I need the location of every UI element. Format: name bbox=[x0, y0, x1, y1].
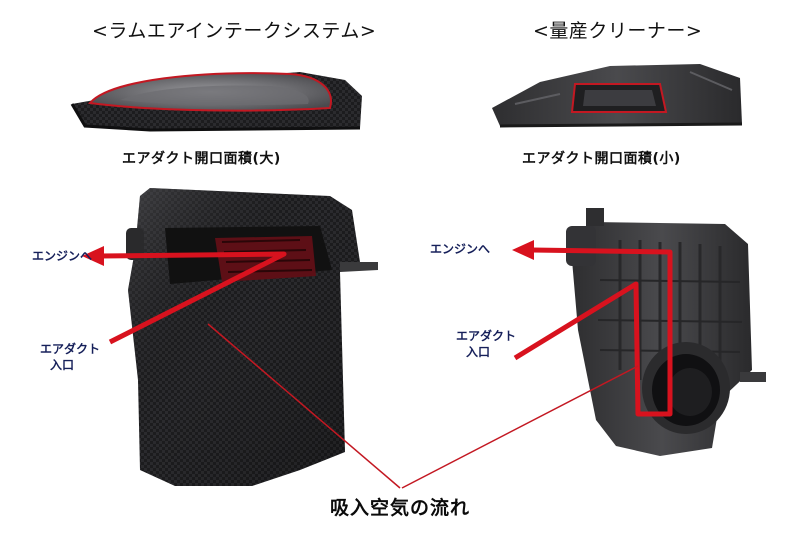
right-airflow-arrowhead bbox=[512, 240, 534, 260]
flow-leader-lines bbox=[207, 323, 639, 489]
left-inlet-label-line2: 入口 bbox=[50, 358, 75, 372]
right-engine-label: エンジンへ bbox=[430, 242, 491, 256]
left-airflow-arrow bbox=[99, 251, 287, 345]
stock-cleaner-top-photo bbox=[492, 64, 743, 128]
intake-airflow-label: 吸入空気の流れ bbox=[330, 497, 471, 519]
right-inlet-label-line1: エアダクト bbox=[456, 329, 517, 343]
left-inlet-label-line1: エアダクト bbox=[40, 342, 101, 356]
stock-opening-caption: エアダクト開口面積(小) bbox=[522, 151, 681, 167]
right-airflow-arrow bbox=[513, 247, 673, 417]
right-inlet-label-line2: 入口 bbox=[466, 345, 491, 359]
left-airflow-arrowhead bbox=[82, 246, 104, 266]
ram-air-opening-caption: エアダクト開口面積(大) bbox=[122, 151, 281, 167]
ram-air-intake-box-photo bbox=[126, 188, 378, 486]
stock-cleaner-heading: <量産クリーナー> bbox=[533, 20, 703, 42]
stock-cleaner-box-photo bbox=[566, 208, 766, 456]
left-engine-label: エンジンへ bbox=[32, 249, 93, 263]
ram-air-duct-top-photo bbox=[70, 72, 362, 132]
ram-air-heading: <ラムエアインテークシステム> bbox=[92, 20, 377, 42]
